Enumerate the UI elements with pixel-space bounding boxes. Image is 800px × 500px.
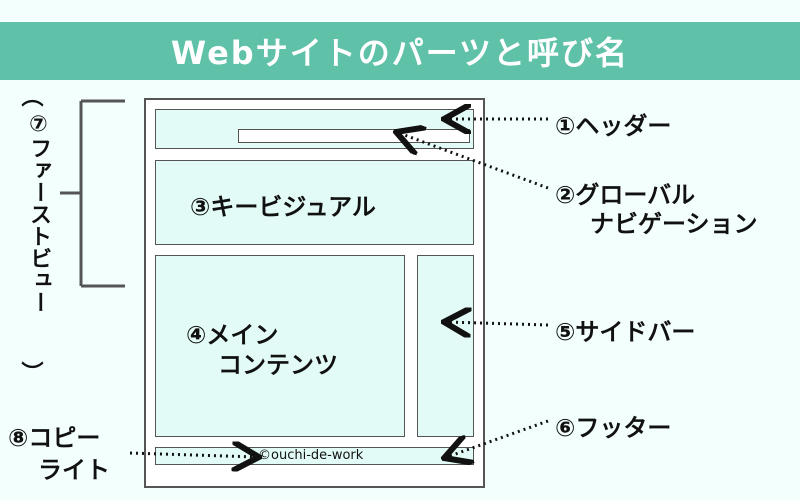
footer-label: ⑥フッター	[555, 414, 672, 442]
key-visual-area	[155, 160, 474, 245]
main-content-area	[155, 255, 405, 437]
main-content-label-line1: ④メイン	[186, 321, 279, 349]
global-nav-label-line1: ②グローバル	[555, 181, 696, 209]
copyright-label-line1: ⑧コピー	[8, 424, 101, 452]
copyright-label-line2: ライト	[38, 456, 110, 484]
first-view-label: ⑦ファーストビュー	[26, 112, 51, 313]
global-nav-arrow	[399, 133, 549, 190]
sidebar-label: ⑤サイドバー	[555, 318, 696, 346]
header-label: ①ヘッダー	[555, 112, 672, 140]
copyright-notice: ©ouchi-de-work	[258, 448, 364, 463]
sidebar-area	[417, 255, 474, 437]
sidebar-arrow	[447, 322, 549, 325]
main-content-label-line2: コンテンツ	[218, 351, 338, 379]
global-nav-label-line2: ナビゲーション	[590, 210, 758, 238]
diagram-title: Webサイトのパーツと呼び名	[170, 34, 630, 72]
key-visual-label: ③キービジュアル	[190, 193, 376, 221]
title-bar: Webサイトのパーツと呼び名	[0, 22, 800, 80]
first-view-bracket	[60, 99, 125, 288]
footer-arrow	[447, 419, 549, 457]
copyright-arrow	[129, 453, 256, 457]
